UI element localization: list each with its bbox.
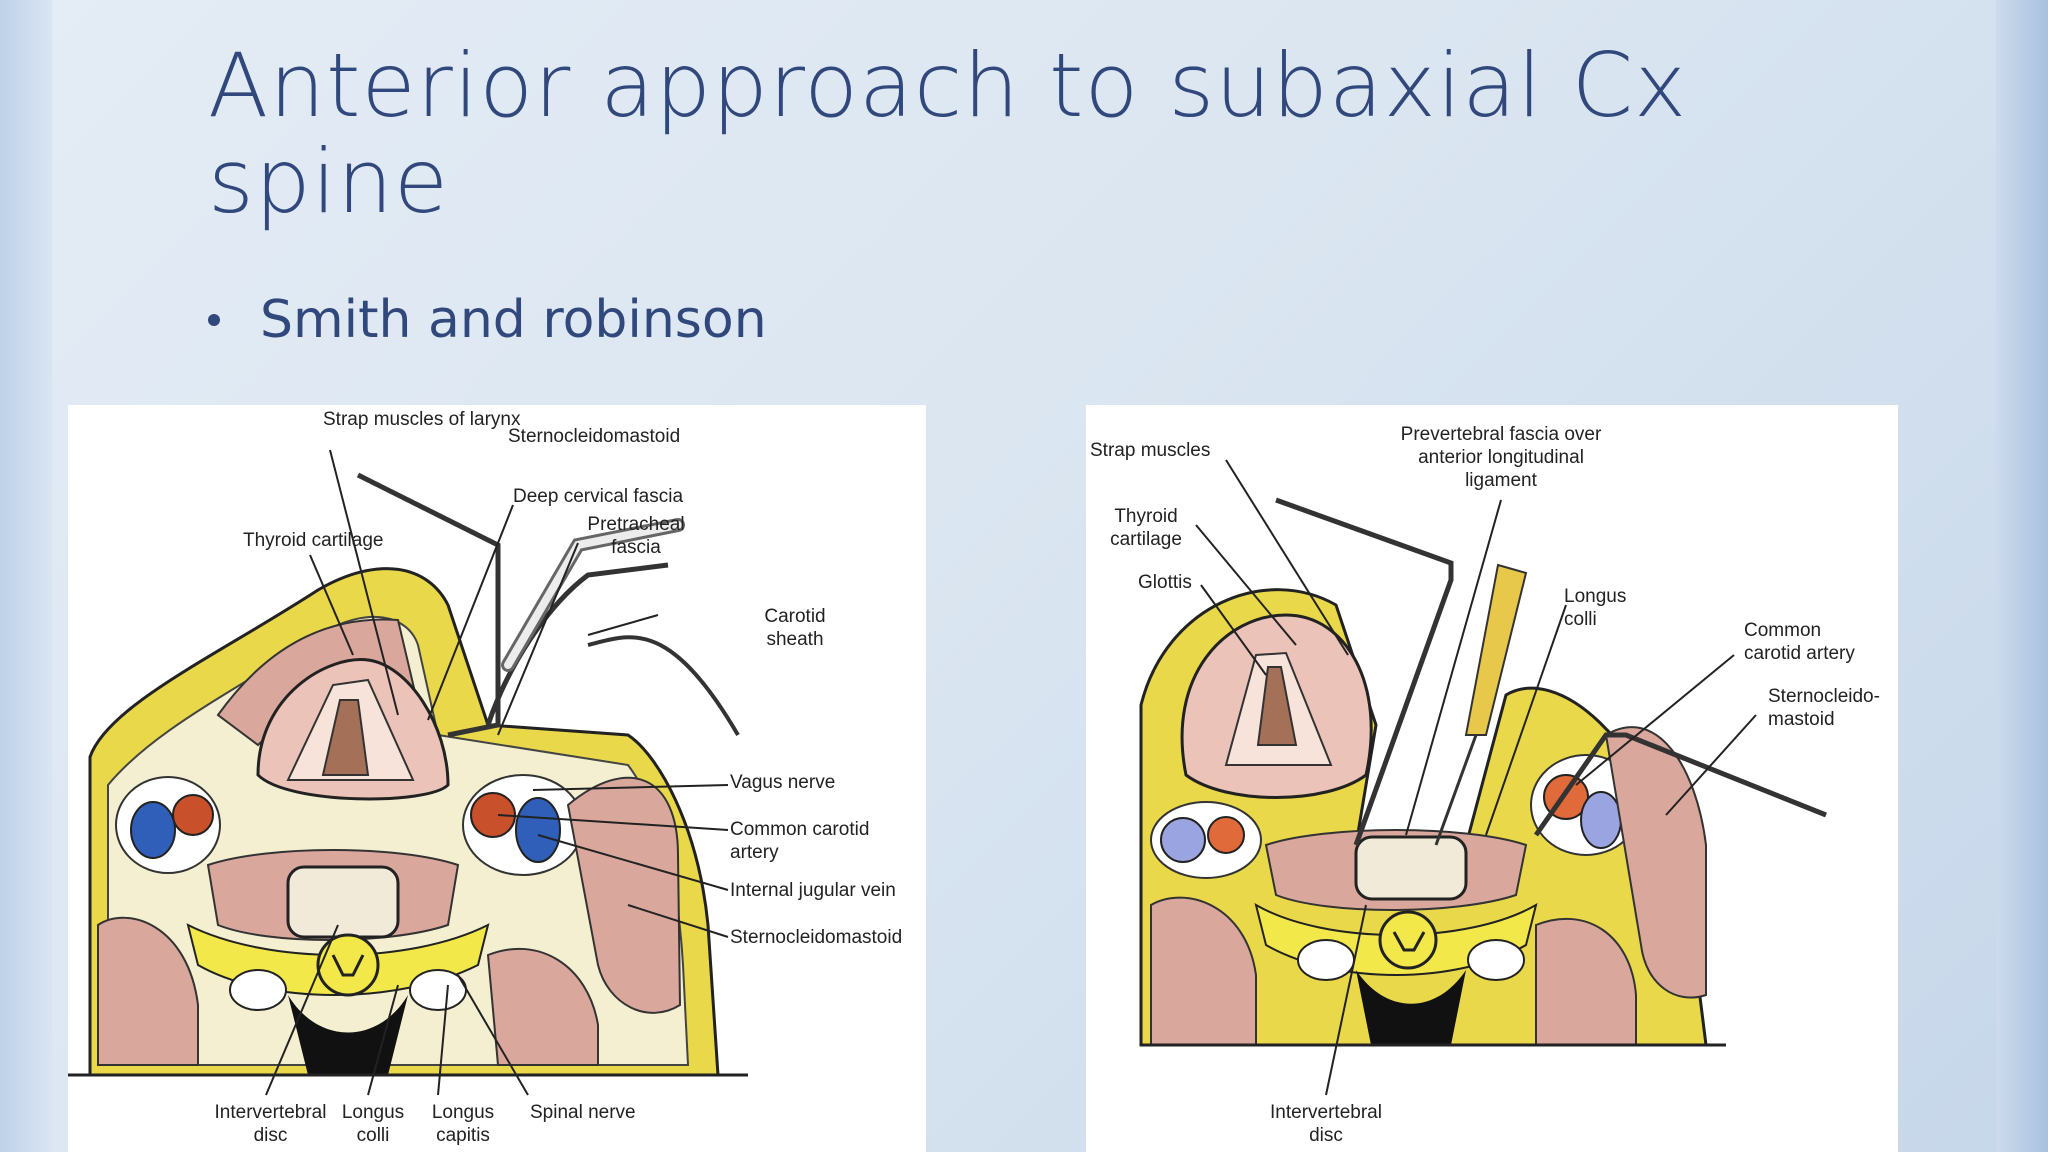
label-spinal-nerve: Spinal nerve [530, 1102, 636, 1123]
label-longus-capitis: Longus capitis [431, 1102, 495, 1146]
bullet-dot-icon [208, 314, 220, 326]
left-anatomy-figure: Strap muscles of larynx Sternocleidomast… [68, 405, 926, 1152]
label-intervertebral-disc-right: Intervertebral disc [1270, 1102, 1382, 1146]
label-common-carotid-artery-right: Common carotid artery [1744, 620, 1855, 664]
bullet-text: Smith and robinson [260, 290, 767, 350]
label-sternocleidomastoid-top: Sternocleidomastoid [508, 426, 681, 447]
label-intervertebral-disc: Intervertebral disc [214, 1102, 327, 1146]
left-anatomy-drawing [68, 449, 748, 1096]
label-thyroid-cartilage: Thyroid cartilage [243, 530, 384, 551]
label-pretracheal-fascia: Pretracheal fascia [587, 514, 685, 558]
label-prevertebral-fascia: Prevertebral fascia over anterior longit… [1400, 424, 1602, 491]
label-common-carotid-artery: Common carotid artery [730, 819, 870, 863]
label-strap-muscles-right: Strap muscles [1090, 440, 1211, 461]
label-vagus-nerve: Vagus nerve [730, 772, 836, 793]
right-anatomy-figure: Strap muscles Prevertebral fascia over a… [1086, 405, 1898, 1152]
right-anatomy-drawing [1139, 459, 1827, 1096]
label-strap-muscles-larynx: Strap muscles of larynx [323, 409, 521, 430]
label-longus-colli: Longus colli [341, 1102, 405, 1146]
label-thyroid-cartilage-right: Thyroid cartilage [1110, 506, 1182, 550]
slide-title: Anterior approach to subaxial Cx spine [208, 34, 1688, 233]
label-sternocleidomastoid-right: Sternocleidomastoid [730, 927, 903, 948]
label-carotid-sheath: Carotid sheath [764, 606, 826, 650]
label-longus-colli-right: Longus colli [1564, 586, 1627, 630]
slide-right-edge [1996, 0, 2048, 1152]
slide-left-edge [0, 0, 52, 1152]
label-glottis: Glottis [1138, 572, 1192, 593]
label-internal-jugular-vein: Internal jugular vein [730, 880, 896, 901]
label-deep-cervical-fascia: Deep cervical fascia [513, 486, 684, 507]
bullet-list-item: Smith and robinson [208, 290, 767, 350]
label-sternocleidomastoid-right-fig: Sternocleido-mastoid [1768, 686, 1880, 730]
